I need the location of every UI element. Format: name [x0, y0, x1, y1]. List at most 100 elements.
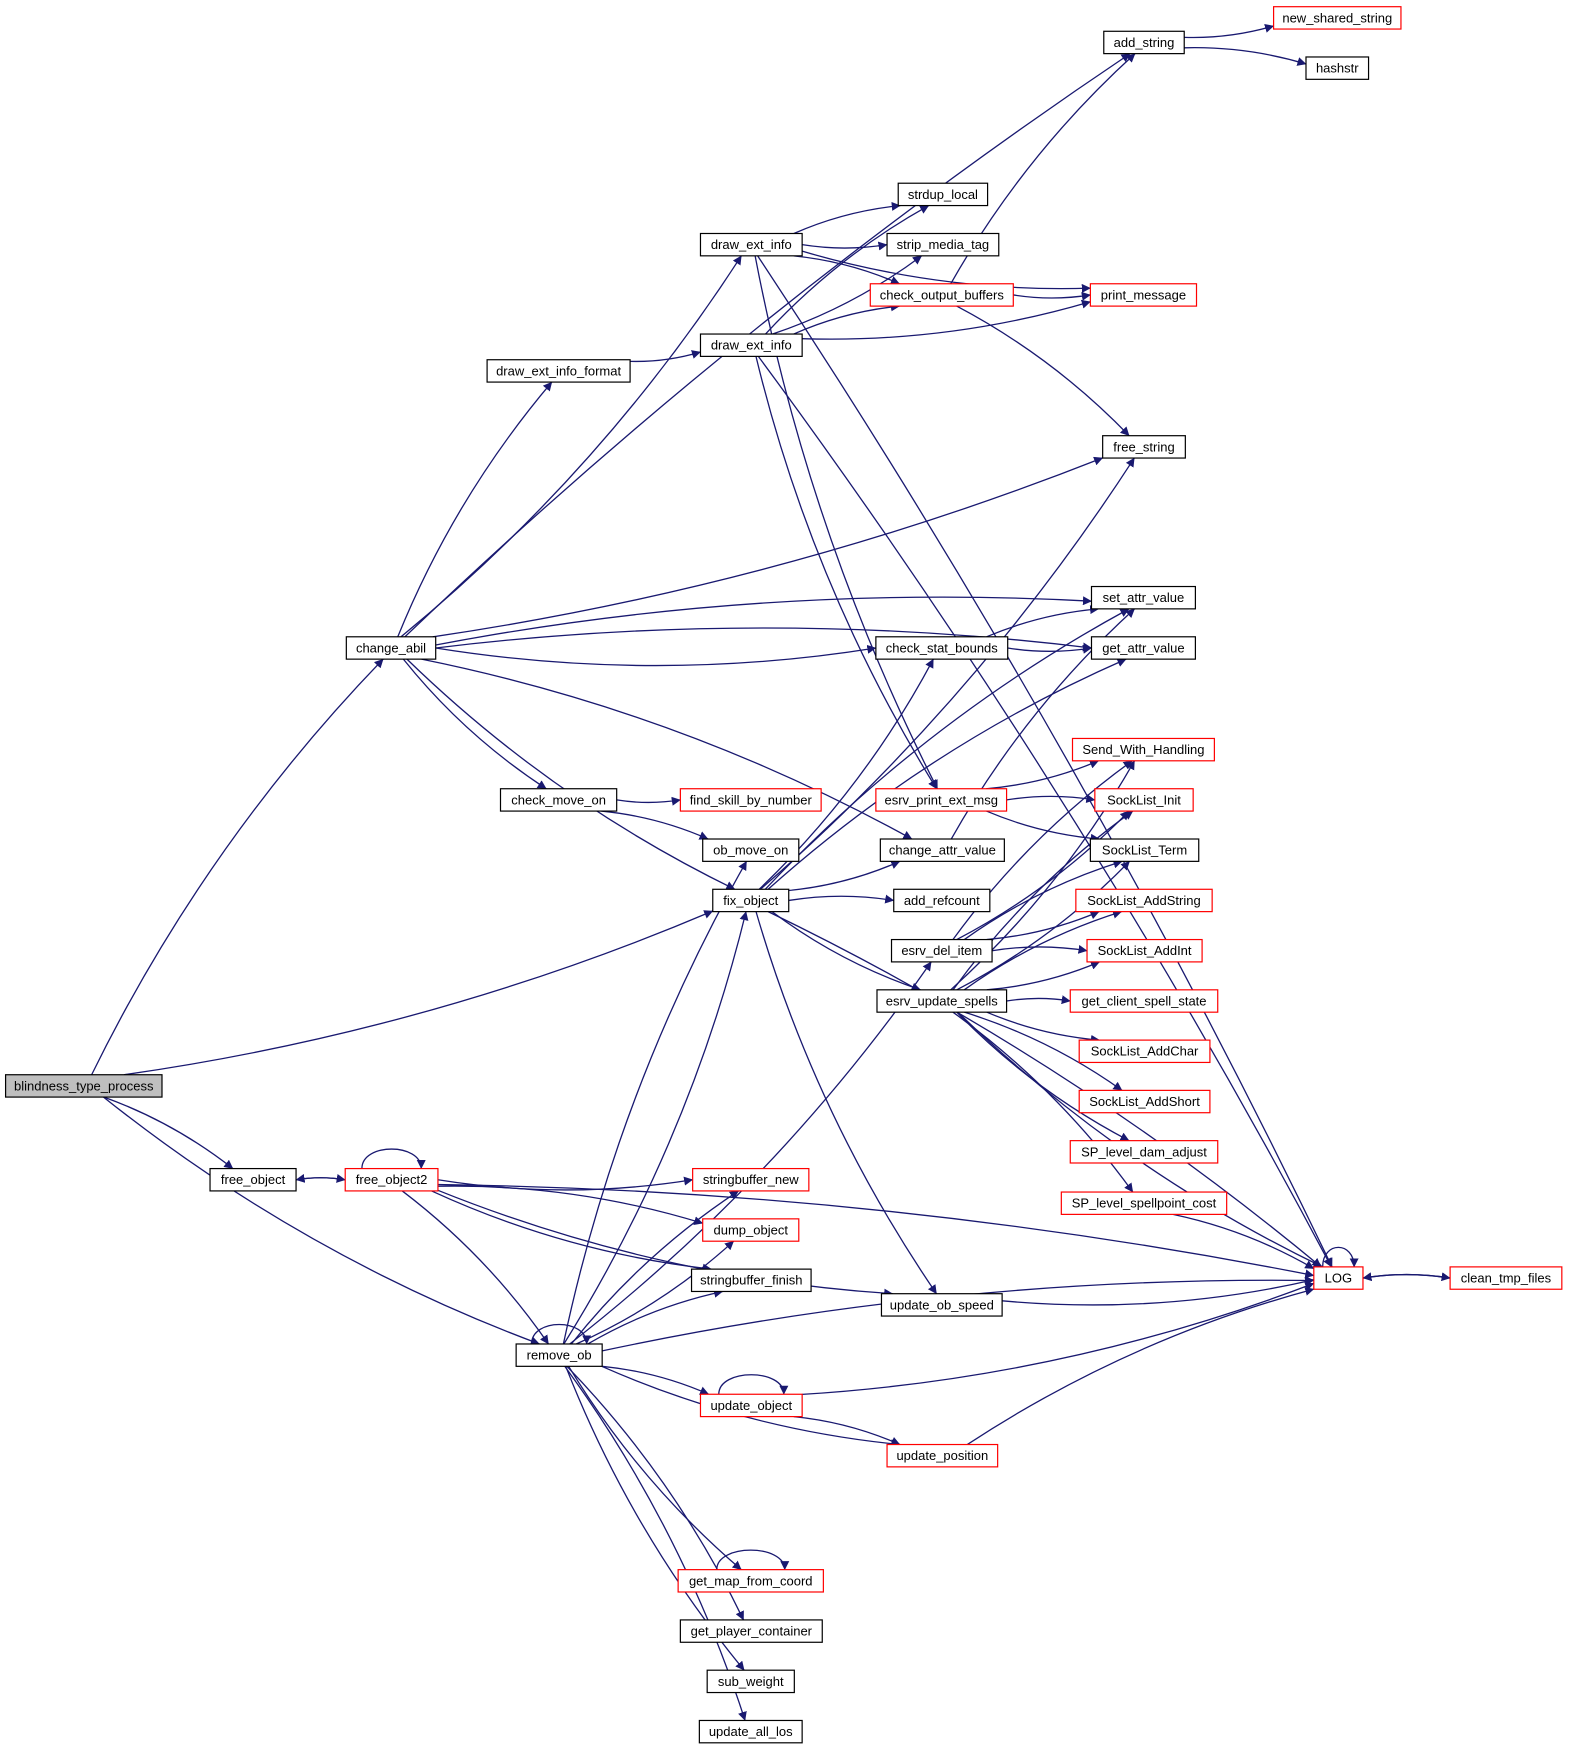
node-box[interactable] [1094, 788, 1194, 812]
node-get-attr-value[interactable]: get_attr_value [1090, 636, 1196, 660]
node-get-map-from-coord[interactable]: get_map_from_coord [677, 1569, 824, 1593]
node-box[interactable] [699, 232, 803, 257]
node-print-message[interactable]: print_message [1089, 283, 1198, 307]
node-send-with-handling[interactable]: Send_With_Handling [1071, 737, 1215, 762]
node-check-stat-bounds[interactable]: check_stat_bounds [875, 636, 1009, 660]
node-sp-level-spellpoint-cost[interactable]: SP_level_spellpoint_cost [1060, 1191, 1228, 1215]
node-new-shared-string[interactable]: new_shared_string [1272, 6, 1402, 30]
node-update-all-los[interactable]: update_all_los [698, 1719, 803, 1744]
node-ob-move-on[interactable]: ob_move_on [702, 838, 800, 862]
node-socklist-addstring[interactable]: SockList_AddString [1075, 888, 1213, 913]
node-box[interactable] [1069, 989, 1219, 1013]
node-box[interactable] [692, 1167, 810, 1192]
node-get-player-container[interactable]: get_player_container [679, 1619, 823, 1643]
node-esrv-update-spells[interactable]: esrv_update_spells [876, 989, 1008, 1013]
node-hashstr[interactable]: hashstr [1305, 56, 1370, 80]
node-box[interactable] [1272, 6, 1402, 30]
node-sp-level-dam-adjust[interactable]: SP_level_dam_adjust [1069, 1140, 1219, 1164]
node-free-object[interactable]: free_object [209, 1167, 297, 1192]
node-draw-ext-info-b[interactable]: draw_ext_info [699, 333, 803, 357]
node-box[interactable] [1071, 737, 1215, 762]
node-draw-ext-info-a[interactable]: draw_ext_info [699, 232, 803, 257]
node-box[interactable] [4, 1074, 163, 1098]
node-set-attr-value[interactable]: set_attr_value [1090, 585, 1196, 610]
node-remove-ob[interactable]: remove_ob [515, 1343, 603, 1367]
node-socklist-addchar[interactable]: SockList_AddChar [1078, 1039, 1211, 1064]
node-box[interactable] [699, 333, 803, 357]
node-box[interactable] [499, 788, 618, 812]
node-box[interactable] [876, 989, 1008, 1013]
node-free-object2[interactable]: free_object2 [344, 1167, 439, 1192]
node-box[interactable] [515, 1343, 603, 1367]
node-dump-object[interactable]: dump_object [702, 1218, 800, 1242]
node-box[interactable] [875, 788, 1008, 812]
node-box[interactable] [875, 636, 1009, 660]
node-stringbuffer-finish[interactable]: stringbuffer_finish [690, 1268, 812, 1293]
node-box[interactable] [1090, 636, 1196, 660]
node-find-skill-by-number[interactable]: find_skill_by_number [679, 788, 822, 812]
node-box[interactable] [677, 1569, 824, 1593]
node-box[interactable] [1305, 56, 1370, 80]
node-box[interactable] [890, 938, 993, 963]
node-box[interactable] [1086, 938, 1203, 963]
node-box[interactable] [702, 1218, 800, 1242]
node-clean-tmp-files[interactable]: clean_tmp_files [1449, 1266, 1563, 1290]
node-box[interactable] [1075, 888, 1213, 913]
node-check-output-buffers[interactable]: check_output_buffers [869, 283, 1014, 307]
node-box[interactable] [344, 1167, 439, 1192]
node-box[interactable] [879, 838, 1005, 862]
node-update-object[interactable]: update_object [699, 1393, 803, 1418]
node-log[interactable]: LOG [1313, 1266, 1364, 1290]
node-socklist-addshort[interactable]: SockList_AddShort [1078, 1089, 1211, 1114]
node-esrv-print-ext-msg[interactable]: esrv_print_ext_msg [875, 788, 1008, 812]
node-blindness-type-process[interactable]: blindness_type_process [4, 1074, 163, 1098]
node-box[interactable] [1449, 1266, 1563, 1290]
node-box[interactable] [1069, 1140, 1219, 1164]
node-box[interactable] [706, 1669, 795, 1694]
node-box[interactable] [699, 1393, 803, 1418]
node-box[interactable] [1089, 838, 1200, 862]
node-draw-ext-info-format[interactable]: draw_ext_info_format [486, 359, 631, 383]
node-update-position[interactable]: update_position [886, 1443, 999, 1468]
node-box[interactable] [1103, 30, 1185, 55]
node-socklist-init[interactable]: SockList_Init [1094, 788, 1194, 812]
node-box[interactable] [1089, 283, 1198, 307]
node-box[interactable] [209, 1167, 297, 1192]
node-box[interactable] [886, 1443, 999, 1468]
node-box[interactable] [1090, 585, 1196, 610]
node-stringbuffer-new[interactable]: stringbuffer_new [692, 1167, 810, 1192]
node-strip-media-tag[interactable]: strip_media_tag [886, 232, 1000, 257]
node-socklist-term[interactable]: SockList_Term [1089, 838, 1200, 862]
node-box[interactable] [869, 283, 1014, 307]
node-strdup-local[interactable]: strdup_local [897, 182, 989, 207]
node-box[interactable] [1313, 1266, 1364, 1290]
node-box[interactable] [1078, 1039, 1211, 1064]
node-box[interactable] [679, 1619, 823, 1643]
node-box[interactable] [893, 888, 991, 913]
node-free-string[interactable]: free_string [1102, 435, 1186, 459]
node-sub-weight[interactable]: sub_weight [706, 1669, 795, 1694]
node-box[interactable] [698, 1719, 803, 1744]
node-box[interactable] [486, 359, 631, 383]
node-esrv-del-item[interactable]: esrv_del_item [890, 938, 993, 963]
node-box[interactable] [345, 636, 437, 660]
node-box[interactable] [702, 838, 800, 862]
node-get-client-spell-state[interactable]: get_client_spell_state [1069, 989, 1219, 1013]
node-box[interactable] [880, 1293, 1003, 1317]
node-socklist-addint[interactable]: SockList_AddInt [1086, 938, 1203, 963]
node-fix-object[interactable]: fix_object [712, 888, 790, 913]
node-check-move-on[interactable]: check_move_on [499, 788, 618, 812]
node-box[interactable] [1102, 435, 1186, 459]
node-box[interactable] [712, 888, 790, 913]
node-box[interactable] [897, 182, 989, 207]
node-box[interactable] [679, 788, 822, 812]
node-box[interactable] [1078, 1089, 1211, 1114]
node-box[interactable] [1060, 1191, 1228, 1215]
node-change-abil[interactable]: change_abil [345, 636, 437, 660]
node-box[interactable] [690, 1268, 812, 1293]
node-change-attr-value[interactable]: change_attr_value [879, 838, 1005, 862]
node-box[interactable] [886, 232, 1000, 257]
node-update-ob-speed[interactable]: update_ob_speed [880, 1293, 1003, 1317]
node-add-refcount[interactable]: add_refcount [893, 888, 991, 913]
node-add-string[interactable]: add_string [1103, 30, 1185, 55]
